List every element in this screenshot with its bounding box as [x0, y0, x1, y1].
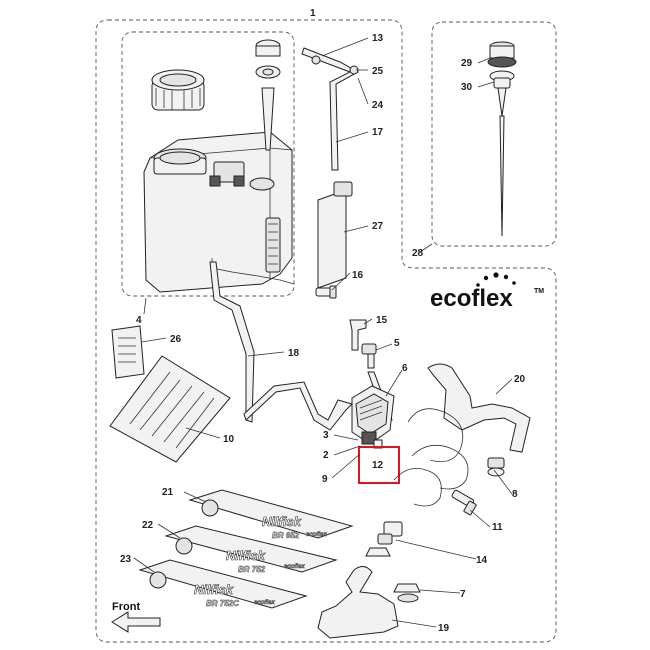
fitting-16 [315, 285, 337, 299]
callout-3: 3 [323, 430, 329, 441]
group-outline-tank [121, 31, 295, 297]
ecoflex-logo-text: ecoflex [430, 285, 513, 312]
hose-20 [427, 363, 531, 453]
callout-4: 4 [136, 315, 142, 326]
callout-30: 30 [461, 82, 473, 93]
manual-10 [109, 355, 231, 463]
callout-1: 1 [310, 8, 316, 19]
decal-22-brand: Nilfisk [226, 548, 266, 563]
decal-22-model: BR 752 [238, 565, 266, 574]
decal-22: Nilfisk BR 752 ecoflex [164, 525, 338, 574]
callout-19: 19 [438, 623, 450, 634]
clamp-8c [393, 467, 442, 507]
decal-23-model: BR 752C [206, 599, 239, 608]
callout-14: 14 [476, 555, 488, 566]
front-arrow-icon [111, 611, 161, 633]
callout-29: 29 [461, 58, 473, 69]
pump-assembly [351, 385, 395, 449]
callout-13: 13 [372, 33, 384, 44]
tank-cap [151, 69, 205, 111]
callout-25: 25 [372, 66, 384, 77]
hose-17 [301, 47, 360, 171]
leader-lines [133, 37, 513, 628]
hose-19 [317, 566, 399, 639]
dipstick-assembly [487, 41, 517, 237]
callout-5: 5 [394, 338, 400, 349]
decal-22-mark: ecoflex [284, 564, 305, 570]
filler-neck [255, 39, 281, 151]
clamp-8a [407, 408, 464, 463]
fitting-11 [451, 489, 477, 516]
callout-27: 27 [372, 221, 384, 232]
front-label: Front [112, 601, 140, 613]
callout-15: 15 [376, 315, 388, 326]
callout-16: 16 [352, 270, 364, 281]
callout-7: 7 [460, 589, 466, 600]
decal-23-mark: ecoflex [254, 600, 275, 606]
hose-15 [349, 319, 367, 351]
highlight-box [358, 446, 400, 484]
callout-21: 21 [162, 487, 174, 498]
ecoflex-logo-tm: TM [534, 288, 544, 295]
callout-24: 24 [372, 100, 384, 111]
callout-23: 23 [120, 554, 132, 565]
callout-17: 17 [372, 127, 384, 138]
hose-18 [209, 261, 255, 423]
callout-10: 10 [223, 434, 235, 445]
clamp-7 [393, 583, 421, 603]
ecoflex-logo: ecoflex TM [430, 272, 544, 312]
water-tank [143, 131, 295, 293]
decal-21: Nilfisk BR 652 ecoflex [188, 489, 354, 540]
callout-20: 20 [514, 374, 526, 385]
callout-11: 11 [492, 522, 503, 533]
clamp-8b [411, 444, 469, 490]
cover-panel-27 [317, 181, 353, 289]
callout-12: 12 [372, 460, 384, 471]
group-outline-dipstick [431, 21, 557, 247]
fitting-14 [365, 521, 403, 557]
callout-18: 18 [288, 348, 300, 359]
callout-6: 6 [402, 363, 408, 374]
callout-28: 28 [412, 248, 424, 259]
decal-23-brand: Nilfisk [194, 582, 234, 597]
decal-21-model: BR 652 [272, 531, 300, 540]
decal-21-brand: Nilfisk [262, 514, 302, 529]
decal-21-mark: ecoflex [306, 532, 327, 538]
callout-2: 2 [323, 450, 329, 461]
callout-9: 9 [322, 474, 328, 485]
group-outline-main [95, 19, 557, 643]
fitting-5 [361, 343, 377, 369]
callout-26: 26 [170, 334, 182, 345]
callout-8: 8 [512, 489, 518, 500]
callout-22: 22 [142, 520, 154, 531]
callout-numbers: 1 2 3 4 5 6 7 8 9 10 11 12 13 14 15 16 1… [120, 8, 526, 634]
sticker-26 [111, 325, 145, 379]
decal-23: Nilfisk BR 752C ecoflex [138, 559, 308, 609]
